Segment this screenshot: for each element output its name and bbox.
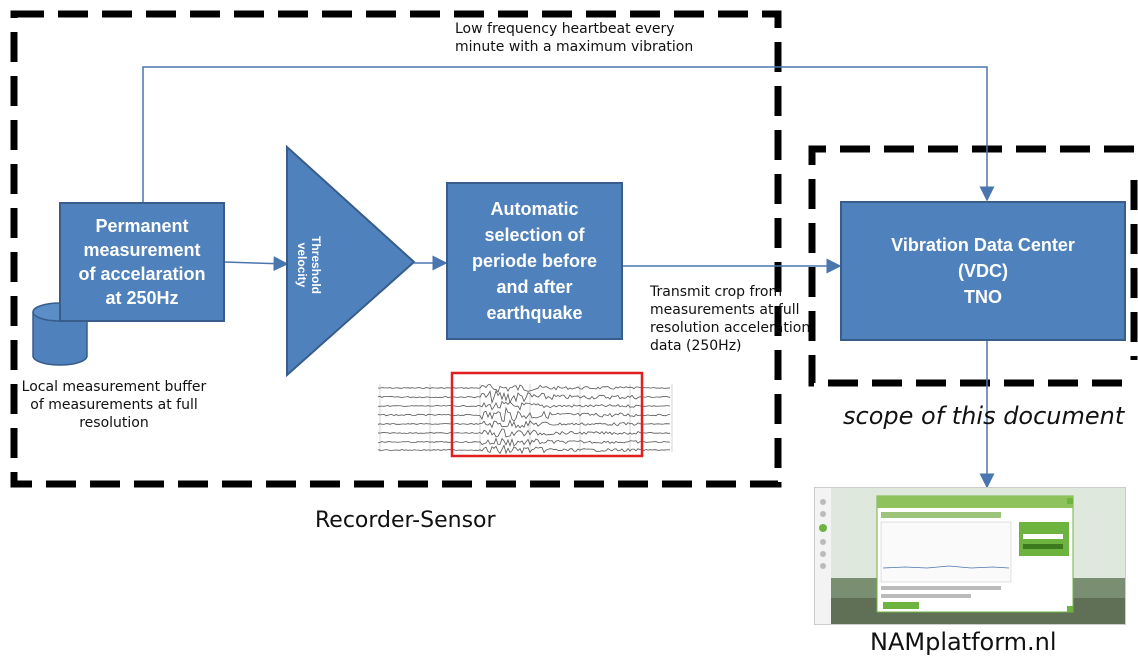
seismogram-trace xyxy=(377,389,671,405)
seismogram-image xyxy=(370,371,676,458)
seismogram-trace xyxy=(377,444,671,455)
arrow-permanent-to-threshold xyxy=(223,256,289,272)
buffer-note: Local measurement buffer of measurements… xyxy=(21,379,207,431)
automatic-selection-label: Automatic selection of periode before an… xyxy=(471,199,598,323)
heartbeat-arrow xyxy=(142,66,995,203)
threshold-triangle xyxy=(286,144,416,378)
seismogram-trace xyxy=(377,383,671,393)
namplatform-screenshot-image xyxy=(814,487,1126,625)
permanent-measurement-label: Permanent measurement of accelaration at… xyxy=(78,216,206,308)
scope-boundary xyxy=(808,145,1134,387)
heartbeat-note: Low frequency heartbeat every minute wit… xyxy=(455,21,694,55)
seismogram-trace xyxy=(378,437,671,447)
vibration-data-center-box: Vibration Data Center (VDC) TNO xyxy=(840,201,1126,341)
threshold-velocity-label: Threshold velocity xyxy=(295,235,323,294)
seismogram-trace xyxy=(377,419,671,429)
scope-caption: scope of this document xyxy=(843,402,1125,430)
seismogram-trace xyxy=(377,406,671,422)
seismogram-crop-highlight xyxy=(450,371,644,458)
transmit-note: Transmit crop from measurements at full … xyxy=(650,284,811,354)
recorder-sensor-caption: Recorder-Sensor xyxy=(315,508,496,533)
seismogram-trace xyxy=(377,400,670,411)
recorder-sensor-boundary xyxy=(10,10,782,488)
namplatform-caption: NAMplatform.nl xyxy=(870,628,1057,656)
automatic-selection-box: Automatic selection of periode before an… xyxy=(446,182,623,340)
permanent-measurement-box: Permanent measurement of accelaration at… xyxy=(59,202,225,322)
vibration-data-center-label: Vibration Data Center (VDC) TNO xyxy=(891,235,1075,307)
seismogram-trace xyxy=(377,428,671,438)
